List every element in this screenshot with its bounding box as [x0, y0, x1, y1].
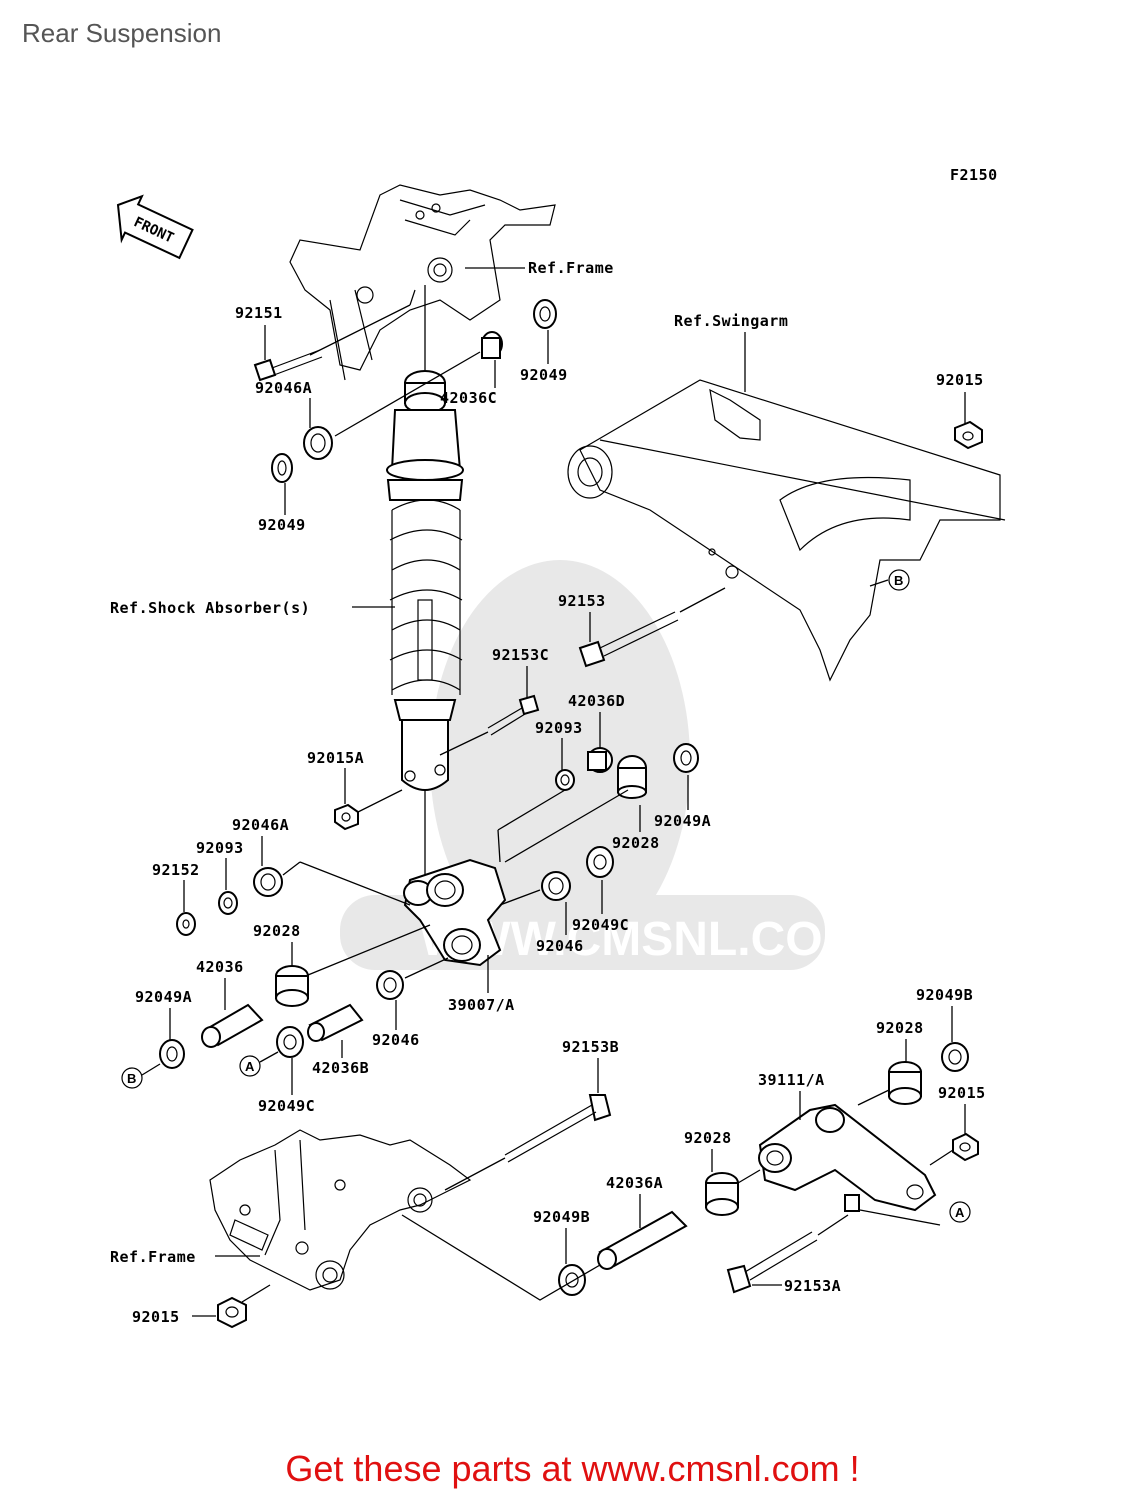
part-92015-top-label: 92015 [936, 371, 984, 389]
page-title: Rear Suspension [22, 18, 222, 48]
seal-92049c-mid [586, 846, 614, 878]
part-92093-mid-label: 92093 [535, 719, 583, 737]
nut-92015a [334, 789, 403, 831]
bolt-92151 [253, 304, 411, 382]
bushing-92046-mid [499, 871, 571, 906]
collar-92028-left [275, 924, 431, 1007]
part-92028-left-label: 92028 [253, 922, 301, 940]
svg-text:B: B [127, 1071, 136, 1086]
svg-text:A: A [245, 1059, 255, 1074]
part-42036-label: 42036 [196, 958, 244, 976]
diagram-code: F2150 [950, 166, 998, 184]
part-92049-left-label: 92049 [258, 516, 306, 534]
washer-92152 [176, 912, 196, 936]
collar-42036c [481, 331, 503, 359]
part-42036a-label: 42036A [606, 1174, 663, 1192]
part-92049b-right-label: 92049B [916, 986, 973, 1004]
seal-92049-left [271, 453, 293, 483]
swingarm-drawing [567, 379, 1006, 682]
ref-shock-label: Ref.Shock Absorber(s) [110, 599, 310, 617]
part-92153c-label: 92153C [492, 646, 549, 664]
exploded-parts-diagram: WWW.CMSNL.COM F2150 FRONT Ref.Frame Ref.… [110, 166, 1006, 1329]
footer-link[interactable]: Get these parts at www.cmsnl.com ! [285, 1448, 860, 1489]
part-92028-mid-label: 92028 [612, 834, 660, 852]
bolt-92153 [578, 587, 726, 668]
seal-92049b-right [941, 1042, 969, 1072]
part-92093-left-label: 92093 [196, 839, 244, 857]
collar-42036b [307, 1003, 364, 1042]
lower-frame-drawing [209, 1129, 472, 1291]
marker-b-swingarm: B [888, 569, 910, 591]
part-92049-right-label: 92049 [520, 366, 568, 384]
seal-92049a-mid [673, 743, 699, 773]
link-39111a [758, 1103, 941, 1226]
ref-frame-bottom-label: Ref.Frame [110, 1248, 196, 1266]
part-42036b-label: 42036B [312, 1059, 369, 1077]
part-39111a-label: 39111/A [758, 1071, 825, 1089]
link-39007a [403, 858, 507, 967]
part-39007a-label: 39007/A [448, 996, 515, 1014]
part-92046a-mid-label: 92046A [232, 816, 289, 834]
collar-42036 [201, 1003, 264, 1048]
seal-92049b-low [558, 1264, 586, 1296]
part-92015-right-label: 92015 [938, 1084, 986, 1102]
part-92153-label: 92153 [558, 592, 606, 610]
ref-swingarm-label: Ref.Swingarm [674, 312, 788, 330]
part-92153a-label: 92153A [784, 1277, 841, 1295]
part-92046a-top-label: 92046A [255, 379, 312, 397]
part-92015-bottom-label: 92015 [132, 1308, 180, 1326]
collar-42036a [597, 1210, 688, 1270]
nut-92015-top [954, 420, 983, 450]
bolt-92153c [439, 694, 540, 756]
bolt-92153b [444, 1094, 612, 1191]
upper-frame-drawing [289, 184, 556, 381]
part-42036c-label: 42036C [440, 389, 497, 407]
part-92049c-low-label: 92049C [258, 1097, 315, 1115]
washer-92093-left [218, 891, 238, 915]
marker-a-right: A [949, 1201, 971, 1223]
part-92153b-label: 92153B [562, 1038, 619, 1056]
bushing-92046a-mid [253, 861, 411, 906]
part-92046-mid-label: 92046 [536, 937, 584, 955]
part-92049a-left-label: 92049A [135, 988, 192, 1006]
part-92151-label: 92151 [235, 304, 283, 322]
part-92046-low-label: 92046 [372, 1031, 420, 1049]
bushing-92046a-top [303, 351, 481, 460]
seal-92049-right [533, 299, 557, 329]
front-arrow-icon: FRONT [116, 194, 194, 260]
nut-92015-bottom [217, 1284, 271, 1329]
part-92028-right-label: 92028 [876, 1019, 924, 1037]
part-92049b-low-label: 92049B [533, 1208, 590, 1226]
collar-92028-mid [617, 755, 647, 799]
ref-frame-top-label: Ref.Frame [528, 259, 614, 277]
svg-text:A: A [955, 1205, 965, 1220]
part-92049a-mid-label: 92049A [654, 812, 711, 830]
svg-text:B: B [894, 573, 903, 588]
part-92049c-mid-label: 92049C [572, 916, 629, 934]
nut-92015-right [929, 1132, 979, 1166]
part-92152-label: 92152 [152, 861, 200, 879]
marker-b-left: B [121, 1067, 143, 1089]
part-92015a-label: 92015A [307, 749, 364, 767]
collar-92028-low [705, 1169, 761, 1216]
part-92028-low-label: 92028 [684, 1129, 732, 1147]
bushing-92046-low [376, 957, 449, 1000]
seal-92049a-left [159, 1039, 185, 1069]
collar-42036d [587, 747, 613, 773]
seal-92049c-low [276, 1026, 304, 1058]
collar-92028-right [857, 1061, 922, 1106]
marker-a-left: A [239, 1055, 261, 1077]
washer-92093-mid [555, 769, 575, 791]
part-42036d-label: 42036D [568, 692, 625, 710]
bolt-92153a [726, 1214, 849, 1294]
